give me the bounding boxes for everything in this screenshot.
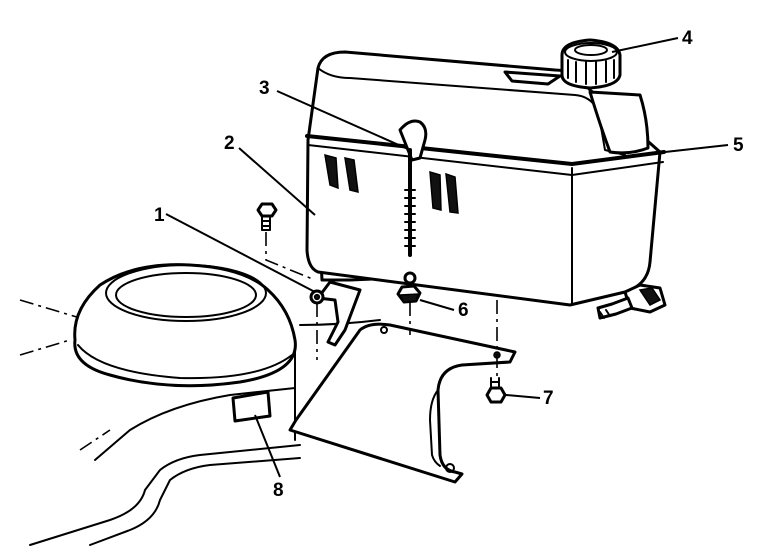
support-bracket bbox=[288, 322, 517, 484]
blower-cup bbox=[73, 263, 297, 388]
callout-7: 7 bbox=[543, 388, 554, 409]
tank-strap bbox=[398, 119, 428, 257]
decal-plate bbox=[231, 390, 272, 423]
alignment-lines bbox=[265, 232, 498, 378]
callout-2: 2 bbox=[224, 133, 235, 154]
callout-4: 4 bbox=[682, 28, 693, 49]
callout-labels: 1 2 3 4 5 6 7 8 bbox=[154, 28, 744, 501]
washer bbox=[309, 289, 325, 305]
fuel-tank bbox=[305, 50, 666, 307]
nut bbox=[396, 271, 422, 304]
callout-6: 6 bbox=[458, 300, 469, 321]
leader-lines bbox=[165, 37, 729, 478]
fuel-valve bbox=[596, 283, 667, 320]
bolt-upper bbox=[256, 202, 278, 231]
fuel-cap bbox=[560, 38, 622, 90]
callout-5: 5 bbox=[733, 135, 744, 156]
callout-8: 8 bbox=[273, 480, 284, 501]
callout-1: 1 bbox=[154, 205, 165, 226]
callout-3: 3 bbox=[259, 78, 270, 99]
bolt-lower bbox=[485, 377, 507, 404]
